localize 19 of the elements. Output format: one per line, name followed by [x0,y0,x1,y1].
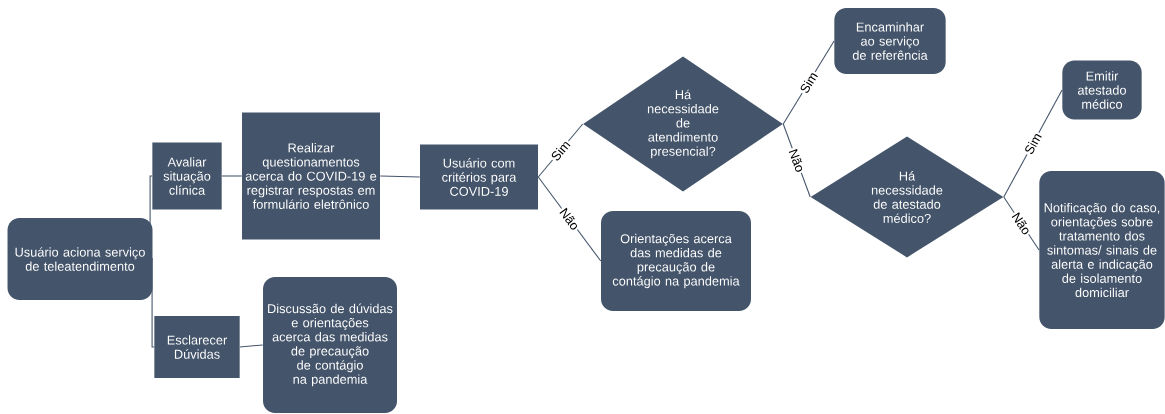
connector-line [379,175,421,178]
process-box: Usuário com critérios para COVID-19 [420,144,538,210]
rounded-box: Discussão de dúvidas e orientações acerca das medidas de precaução de contágio na pandemia [263,277,397,413]
process-box: Realizar questionamentos acerca do COVID-19 e registrar respostas em formulário eletrônico [242,112,380,240]
process-box: Avaliar situação clínica [152,142,222,210]
rounded-box: Emitir atestado médico [1062,60,1142,120]
edge-label: Sim [547,137,574,164]
rounded-box: Notificação do caso, orientações sobre tratamento dos sintomas/ sinais de alerta e indicação de isolamento domiciliar [1039,171,1165,329]
connector-line [149,175,154,260]
rounded-box: Encaminhar ao serviço de referência [834,8,946,74]
connector-line [221,175,243,177]
connector-line [239,344,264,348]
connector-line [151,258,155,348]
edge-label: Sim [797,68,821,97]
edge-label: Sim [1021,129,1045,158]
rounded-box: Orientações acerca das medidas de precaução de contágio na pandemia [601,211,751,311]
process-box: Esclarecer Dúvidas [154,316,240,378]
edge-label: Não [786,146,807,175]
rounded-box: Usuário aciona serviço de teleatendimento [7,218,153,300]
